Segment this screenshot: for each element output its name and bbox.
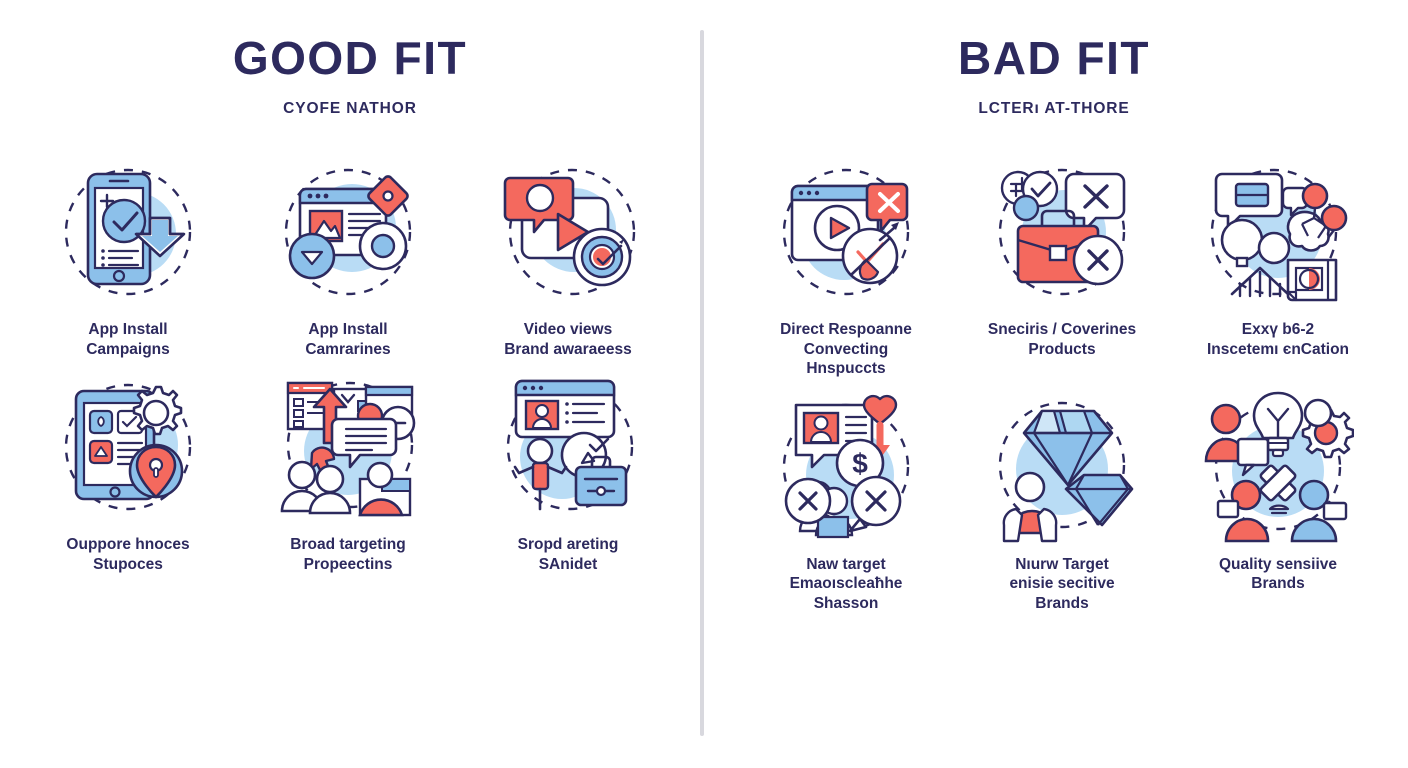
concept-label: Direct Respoanne Convecting Hnspuccts [780,321,912,378]
concept-label: App Install Camrarines [305,321,391,358]
bad-fit-subtitle: LCTERı AT-THORE [978,100,1130,118]
concept-label: Ouppore hnoces Stupoces [66,536,190,573]
concept-item[interactable]: Video views Brand awaraeess [458,156,678,359]
concept-label: Video views Brand awaraeess [504,321,632,358]
tablet-gear-pin-icon [52,371,204,523]
team-idea-conflict-icon [1202,391,1354,543]
video-error-no-click-icon [770,156,922,308]
concept-label: Broad targeting Propeectins [290,536,406,573]
good-fit-grid: App Install Campaigns [0,156,700,574]
concept-item[interactable]: Broad targeting Propeectins [238,371,458,574]
bad-fit-grid: Direct Respoanne Convecting Hnspuccts [700,156,1408,613]
concept-label: Naw target Emaoıscleaħhe Shasson [789,555,903,612]
concept-item[interactable]: Sneciris / Coverines Products [954,156,1170,379]
briefcase-rejected-icon [986,156,1138,308]
concept-item[interactable]: Quality sensiive Brands [1170,391,1386,614]
profile-card-briefcase-icon [492,371,644,523]
bad-fit-title: BAD FIT [958,32,1150,84]
chat-network-book-icon [1202,156,1354,308]
concept-label: Exxү b6-2 Inscetemı єnCation [1206,321,1350,358]
phone-check-download-icon [52,156,204,308]
concept-item[interactable]: App Install Campaigns [18,156,238,359]
concept-label: Sropd areting SAnidet [517,536,619,573]
diamond-person-icon [986,391,1138,543]
concept-item[interactable]: Direct Respoanne Convecting Hnspuccts [738,156,954,379]
concept-label: App Install Campaigns [86,321,170,358]
concept-label: Nıurw Target enisie secitive Brands [1009,555,1115,612]
browser-image-tag-icon [272,156,424,308]
profile-money-rejected-icon: $ [770,391,922,543]
people-chat-growth-icon [272,371,424,523]
concept-item[interactable]: Sropd areting SAnidet [458,371,678,574]
concept-item[interactable]: App Install Camrarines [238,156,458,359]
svg-text:$: $ [852,448,868,479]
concept-item[interactable]: $ [738,391,954,614]
good-fit-title: GOOD FIT [232,32,468,84]
bad-fit-panel: BAD FIT LCTERı AT-THORE [700,0,1408,768]
good-fit-panel: GOOD FIT CYOFE NATHOR [0,0,700,768]
concept-label: Quality sensiive Brands [1218,555,1338,593]
good-fit-subtitle: CYOFE NATHOR [283,100,417,118]
concept-item[interactable]: Exxү b6-2 Inscetemı єnCation [1170,156,1386,379]
video-play-target-icon [492,156,644,308]
panel-divider [700,30,704,736]
concept-label: Sneciris / Coverines Products [987,321,1137,358]
concept-item[interactable]: Ouppore hnoces Stupoces [18,371,238,574]
concept-item[interactable]: Nıurw Target enisie secitive Brands [954,391,1170,614]
